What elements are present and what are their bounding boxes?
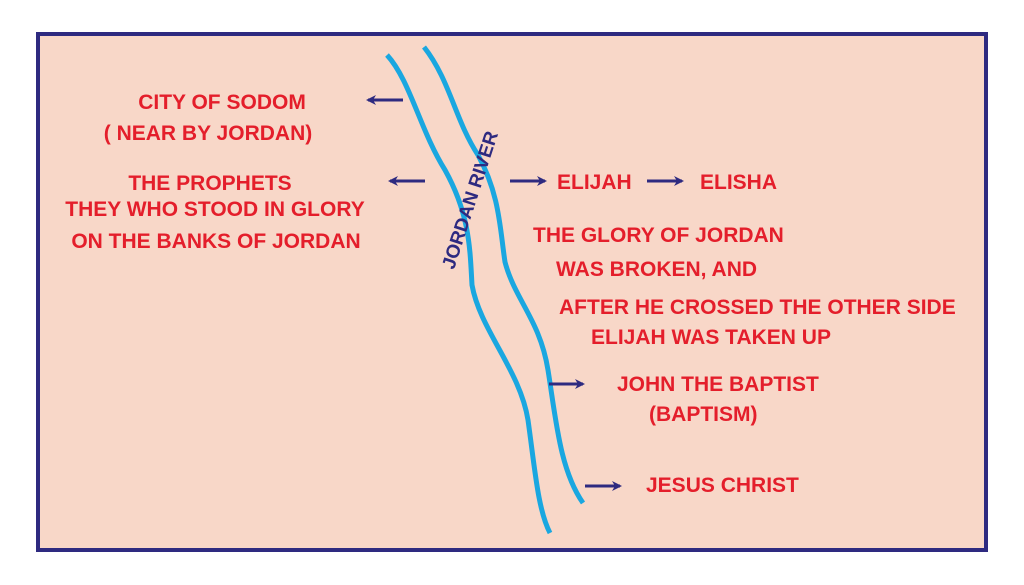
glory-line-3: AFTER HE CROSSED THE OTHER SIDE [559, 296, 956, 319]
glory-line-4: ELIJAH WAS TAKEN UP [591, 326, 831, 349]
elisha-label: ELISHA [700, 171, 777, 194]
prophets-line-1: THE PROPHETS [128, 172, 291, 195]
river-right-bank [422, 45, 586, 505]
prophets-line-2: THEY WHO STOOD IN GLORY [65, 198, 364, 221]
sodom-line-1: CITY OF SODOM [138, 91, 306, 114]
sodom-line-2: ( NEAR BY JORDAN) [104, 122, 312, 145]
john-line-2: (BAPTISM) [649, 403, 758, 426]
elijah-label: ELIJAH [557, 171, 632, 194]
glory-line-1: THE GLORY OF JORDAN [533, 224, 784, 247]
prophets-line-3: ON THE BANKS OF JORDAN [71, 230, 360, 253]
river-left-bank [385, 53, 553, 535]
jesus-label: JESUS CHRIST [646, 474, 799, 497]
glory-line-2: WAS BROKEN, AND [556, 258, 757, 281]
john-line-1: JOHN THE BAPTIST [617, 373, 819, 396]
diagram-frame [36, 32, 988, 552]
